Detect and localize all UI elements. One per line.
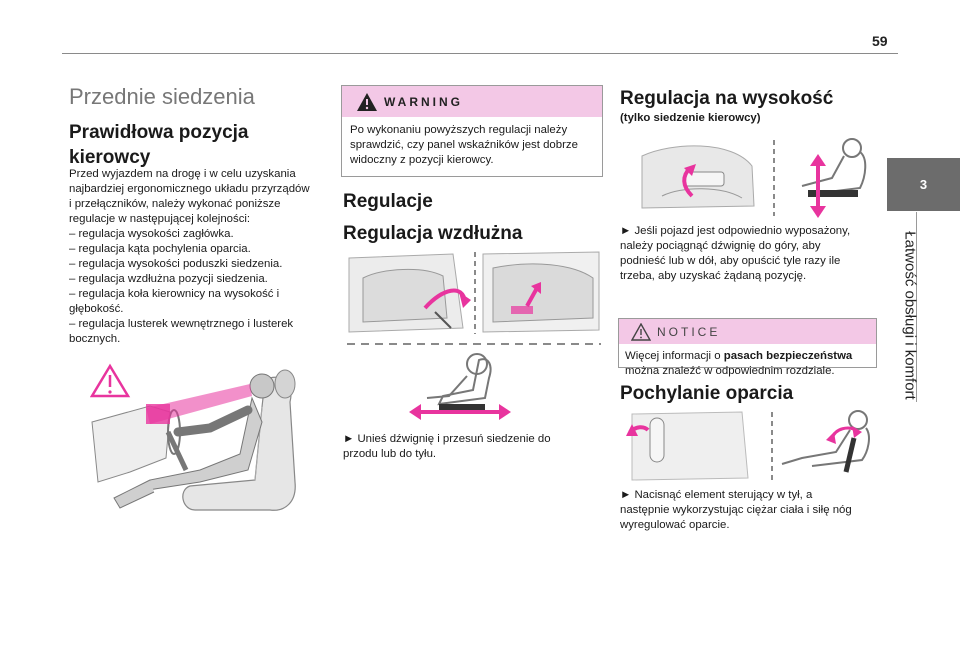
- recline-heading: Pochylanie oparcia: [620, 383, 794, 404]
- warning-label: WARNING: [384, 94, 463, 109]
- text-line: ► Unieś dźwignię i przesuń siedzenie do: [343, 433, 551, 445]
- text-line: można znaleźć w odpowiednim rozdziale.: [625, 365, 835, 377]
- text-line: podnieść lub w dół, aby opuścić tyle raz…: [620, 255, 841, 267]
- notice-triangle-icon: [631, 322, 651, 341]
- height-adjustment-illustration: [641, 138, 867, 218]
- text-line: Po wykonaniu powyższych regulacji należy: [350, 124, 568, 136]
- heading-line: Prawidłowa pozycja: [69, 122, 249, 143]
- recline-instruction: ► Nacisnąć element sterujący w tył, a na…: [620, 488, 882, 533]
- chapter-tab-title-text: Łatwość obsługi i komfort: [901, 230, 919, 400]
- text-line: – regulacja kąta pochylenia oparcia.: [69, 243, 251, 255]
- height-instruction: ► Jeśli pojazd jest odpowiednio wyposażo…: [620, 224, 882, 284]
- heading-line: kierowcy: [69, 147, 151, 168]
- text-line: regulacje w następującej kolejności:: [69, 213, 251, 225]
- page-number: 59: [872, 33, 888, 49]
- chapter-tab-rule: [916, 212, 917, 402]
- text-line: – regulacja wysokości zagłówka.: [69, 228, 234, 240]
- driver-position-illustration: [90, 363, 296, 511]
- adjustments-heading: Regulacje: [343, 191, 433, 212]
- text-line: ► Nacisnąć element sterujący w tył, a: [620, 489, 813, 501]
- warning-triangle-icon: [357, 92, 377, 111]
- longitudinal-heading: Regulacja wzdłużna: [343, 223, 523, 244]
- chapter-tab-number[interactable]: 3: [887, 158, 960, 211]
- notice-box: NOTICE Więcej informacji o pasach bezpie…: [618, 318, 877, 377]
- text-line: – regulacja lusterek wewnętrznego i lust…: [69, 318, 294, 330]
- header-rule: [62, 53, 898, 54]
- recline-adjustment-illustration: [626, 410, 870, 482]
- warning-text: Po wykonaniu powyższych regulacji należy…: [342, 117, 602, 174]
- driver-position-heading: Prawidłowa pozycja kierowcy: [69, 120, 309, 170]
- text-line: należy pociągnąć dźwignię do góry, aby: [620, 240, 821, 252]
- section-title: Przednie siedzenia: [69, 84, 255, 109]
- height-subheading: (tylko siedzenie kierowcy): [620, 112, 761, 124]
- warning-header: WARNING: [342, 86, 602, 117]
- notice-header: NOTICE: [619, 319, 876, 344]
- notice-line-text: Więcej informacji o: [625, 350, 724, 362]
- seatbelt-link[interactable]: pasach bezpieczeństwa: [723, 350, 853, 362]
- text-line: głębokość.: [69, 303, 124, 315]
- text-line: następnie wykorzystując ciężar ciała i s…: [620, 504, 852, 516]
- longitudinal-instruction: ► Unieś dźwignię i przesuń siedzenie do …: [343, 432, 603, 462]
- text-line: bocznych.: [69, 333, 121, 345]
- text-line: – regulacja wysokości poduszki siedzenia…: [69, 258, 283, 270]
- chapter-tab-title: Łatwość obsługi i komfort: [885, 210, 935, 420]
- notice-line: Więcej informacji o pasach bezpieczeństw…: [625, 349, 870, 364]
- height-heading: Regulacja na wysokość: [620, 88, 834, 109]
- text-line: najbardziej ergonomicznego układu przyrz…: [69, 183, 310, 195]
- text-line: widoczny z pozycji kierowcy.: [350, 154, 494, 166]
- warning-box: WARNING Po wykonaniu powyższych regulacj…: [341, 85, 603, 177]
- text-line: trzeba, aby uzyskać żądaną pozycję.: [620, 270, 807, 282]
- text-line: – regulacja wzdłużna pozycji siedzenia.: [69, 273, 268, 285]
- notice-text: Więcej informacji o pasach bezpieczeństw…: [619, 344, 876, 384]
- longitudinal-adjustment-illustration: [347, 251, 601, 420]
- warning-triangle-icon: [90, 363, 131, 398]
- text-line: ► Jeśli pojazd jest odpowiednio wyposażo…: [620, 225, 851, 237]
- text-line: i przełączników, należy wykonać poniższe: [69, 198, 281, 210]
- driver-position-text: Przed wyjazdem na drogę i w celu uzyskan…: [69, 167, 329, 347]
- text-line: sprawdzić, czy panel wskaźników jest dob…: [350, 139, 578, 151]
- text-line: przodu lub do tyłu.: [343, 448, 437, 460]
- text-line: Przed wyjazdem na drogę i w celu uzyskan…: [69, 168, 296, 180]
- text-line: wyregulować oparcie.: [620, 519, 730, 531]
- notice-label: NOTICE: [657, 324, 721, 339]
- text-line: – regulacja koła kierownicy na wysokość …: [69, 288, 280, 300]
